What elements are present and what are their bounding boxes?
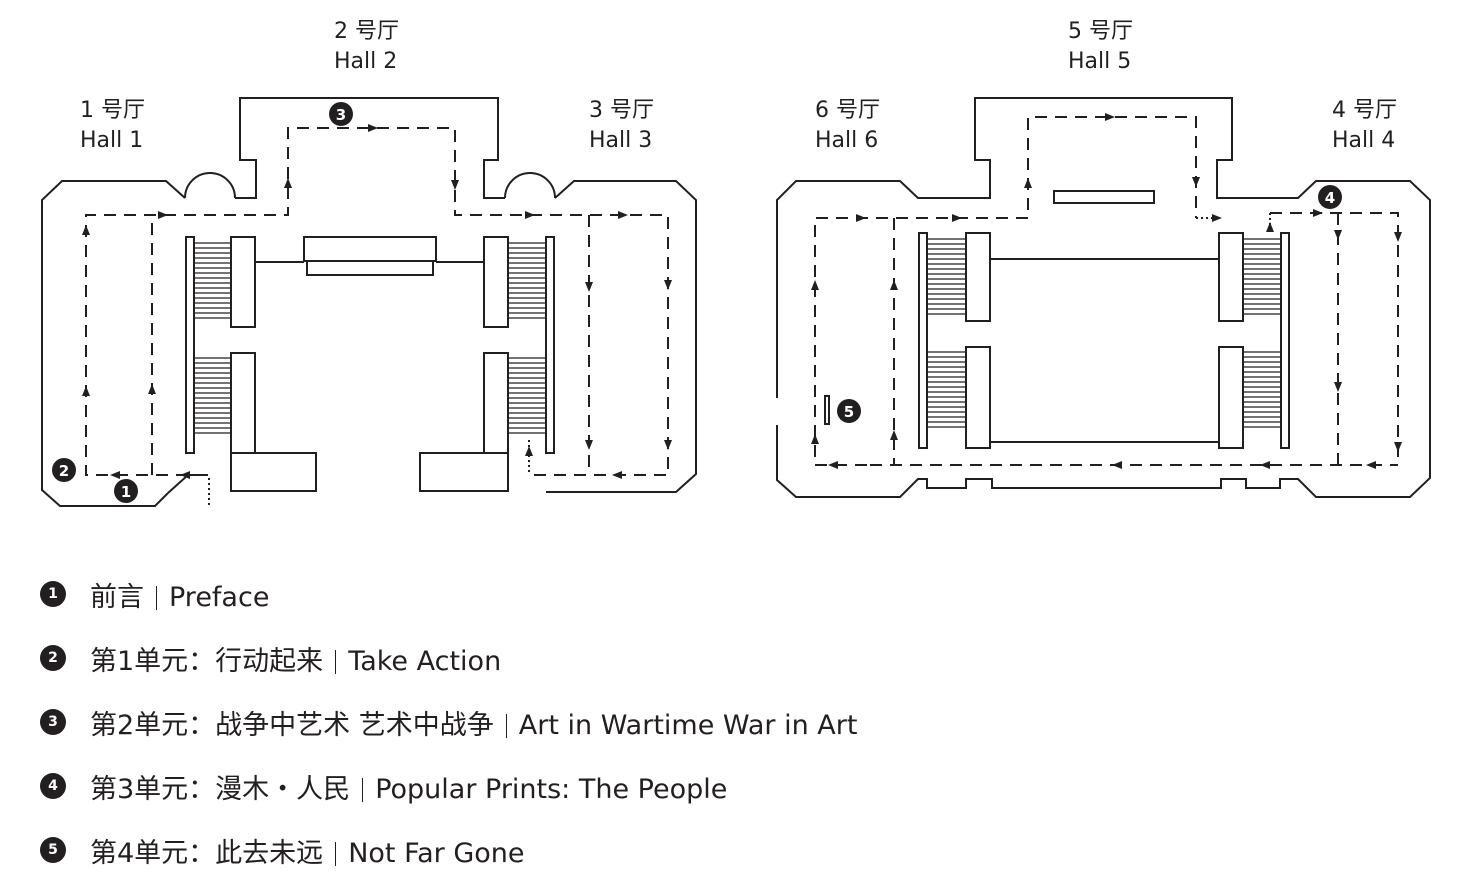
route-arrow bbox=[828, 461, 838, 469]
right-wing-route bbox=[811, 113, 1402, 469]
hall4-label-cn: 4 号厅 bbox=[1332, 98, 1397, 123]
route-arrow bbox=[1105, 113, 1115, 121]
hall3-label-en: Hall 3 bbox=[589, 128, 652, 153]
route-arrow bbox=[585, 282, 593, 292]
route-arrow bbox=[612, 471, 622, 479]
hall4-label-en: Hall 4 bbox=[1332, 128, 1395, 153]
legend-label: 第4单元：此去未远 Not Far Gone bbox=[90, 831, 525, 870]
route-arrow bbox=[1112, 461, 1122, 469]
route-arrow bbox=[1394, 232, 1402, 242]
route-arrow bbox=[1024, 178, 1032, 188]
legend-number: 2 bbox=[40, 645, 66, 671]
legend-label-cn: 第1单元：行动起来 bbox=[90, 645, 324, 677]
route-arrow bbox=[1313, 209, 1323, 217]
route-arrow bbox=[1266, 222, 1274, 232]
hall1-label-en: Hall 1 bbox=[80, 128, 143, 153]
route-arrow bbox=[1366, 461, 1376, 469]
legend-number: 5 bbox=[40, 837, 66, 863]
legend-item-unit-4: 5 第4单元：此去未远 Not Far Gone bbox=[40, 818, 1140, 882]
route-arrow bbox=[368, 124, 378, 132]
marker-2: 2 bbox=[52, 458, 76, 482]
route-arrow bbox=[1260, 461, 1270, 469]
route-arrow bbox=[1334, 230, 1342, 240]
marker-5-number: 5 bbox=[844, 403, 854, 421]
route-arrow bbox=[1394, 442, 1402, 452]
route-arrow bbox=[1212, 214, 1222, 222]
legend-item-unit-1: 2 第1单元：行动起来 Take Action bbox=[40, 626, 1140, 690]
legend: 1 前言 Preface 2 第1单元：行动起来 Take Action 3 第2单… bbox=[40, 562, 1140, 882]
hall5-label-cn: 5 号厅 bbox=[1068, 19, 1133, 44]
right-wing-shelves bbox=[927, 238, 1281, 428]
legend-label-en: Take Action bbox=[348, 645, 502, 677]
left-wing-route bbox=[82, 124, 672, 506]
route-arrow bbox=[82, 225, 90, 235]
legend-label: 第1单元：行动起来 Take Action bbox=[90, 639, 501, 678]
route-arrow bbox=[525, 446, 533, 456]
legend-separator bbox=[362, 778, 364, 802]
route-arrow bbox=[664, 280, 672, 290]
legend-label-en: Popular Prints: The People bbox=[375, 773, 728, 805]
route-arrow bbox=[618, 211, 628, 219]
route-arrow bbox=[451, 180, 459, 190]
hall2-label-cn: 2 号厅 bbox=[334, 19, 399, 44]
hall3-label-cn: 3 号厅 bbox=[589, 98, 654, 123]
legend-label: 前言 Preface bbox=[90, 575, 269, 614]
legend-separator bbox=[335, 842, 337, 866]
legend-item-preface: 1 前言 Preface bbox=[40, 562, 1140, 626]
route-arrow bbox=[148, 384, 156, 394]
marker-4: 4 bbox=[1318, 185, 1342, 209]
route-arrow bbox=[811, 434, 819, 444]
marker-1-number: 1 bbox=[121, 483, 131, 501]
route-arrow bbox=[890, 430, 898, 440]
route-arrow bbox=[180, 471, 190, 479]
legend-label-cn: 第2单元：战争中艺术 艺术中战争 bbox=[90, 709, 494, 741]
left-wing-shelves bbox=[194, 242, 546, 434]
marker-3: 3 bbox=[329, 102, 353, 126]
marker-1: 1 bbox=[114, 479, 138, 503]
legend-label-cn: 第4单元：此去未远 bbox=[90, 837, 324, 869]
hall1-label-cn: 1 号厅 bbox=[80, 98, 145, 123]
legend-label-en: Art in Wartime War in Art bbox=[518, 709, 858, 741]
route-arrow bbox=[811, 280, 819, 290]
route-arrow bbox=[82, 386, 90, 396]
hall6-label-en: Hall 6 bbox=[815, 128, 878, 153]
route-arrow bbox=[585, 440, 593, 450]
legend-separator bbox=[505, 714, 507, 738]
legend-label-en: Preface bbox=[169, 581, 270, 613]
hall6-label-cn: 6 号厅 bbox=[815, 98, 880, 123]
right-wing-walls bbox=[776, 97, 1431, 498]
hall5-label-en: Hall 5 bbox=[1068, 49, 1131, 74]
legend-separator bbox=[335, 650, 337, 674]
route-arrow bbox=[952, 214, 962, 222]
legend-item-unit-2: 3 第2单元：战争中艺术 艺术中战争 Art in Wartime War in … bbox=[40, 690, 1140, 754]
route-arrow bbox=[890, 280, 898, 290]
route-arrow bbox=[158, 211, 168, 219]
legend-number: 4 bbox=[40, 773, 66, 799]
hall2-label-en: Hall 2 bbox=[334, 49, 397, 74]
route-arrow bbox=[856, 214, 866, 222]
route-arrow bbox=[1334, 382, 1342, 392]
legend-label-cn: 第3单元：漫木・人民 bbox=[90, 773, 351, 805]
marker-5: 5 bbox=[837, 399, 861, 423]
route-arrow bbox=[664, 440, 672, 450]
legend-item-unit-3: 4 第3单元：漫木・人民 Popular Prints: The People bbox=[40, 754, 1140, 818]
route-arrow bbox=[1192, 177, 1200, 187]
legend-label: 第2单元：战争中艺术 艺术中战争 Art in Wartime War in Ar… bbox=[90, 703, 857, 742]
left-wing-walls bbox=[41, 97, 697, 507]
route-arrow bbox=[110, 471, 120, 479]
route-arrow bbox=[284, 178, 292, 188]
legend-label-en: Not Far Gone bbox=[348, 837, 525, 869]
legend-separator bbox=[156, 586, 157, 610]
route-arrow bbox=[525, 211, 535, 219]
marker-2-number: 2 bbox=[59, 462, 69, 480]
marker-3-number: 3 bbox=[336, 106, 346, 124]
floor-plan: 2 号厅 Hall 2 1 号厅 Hall 1 3 号厅 Hall 3 5 号厅… bbox=[41, 19, 1431, 507]
legend-number: 3 bbox=[40, 709, 66, 735]
legend-label: 第3单元：漫木・人民 Popular Prints: The People bbox=[90, 767, 727, 806]
legend-label-cn: 前言 bbox=[90, 581, 144, 613]
marker-4-number: 4 bbox=[1325, 189, 1335, 207]
legend-number: 1 bbox=[40, 581, 66, 607]
